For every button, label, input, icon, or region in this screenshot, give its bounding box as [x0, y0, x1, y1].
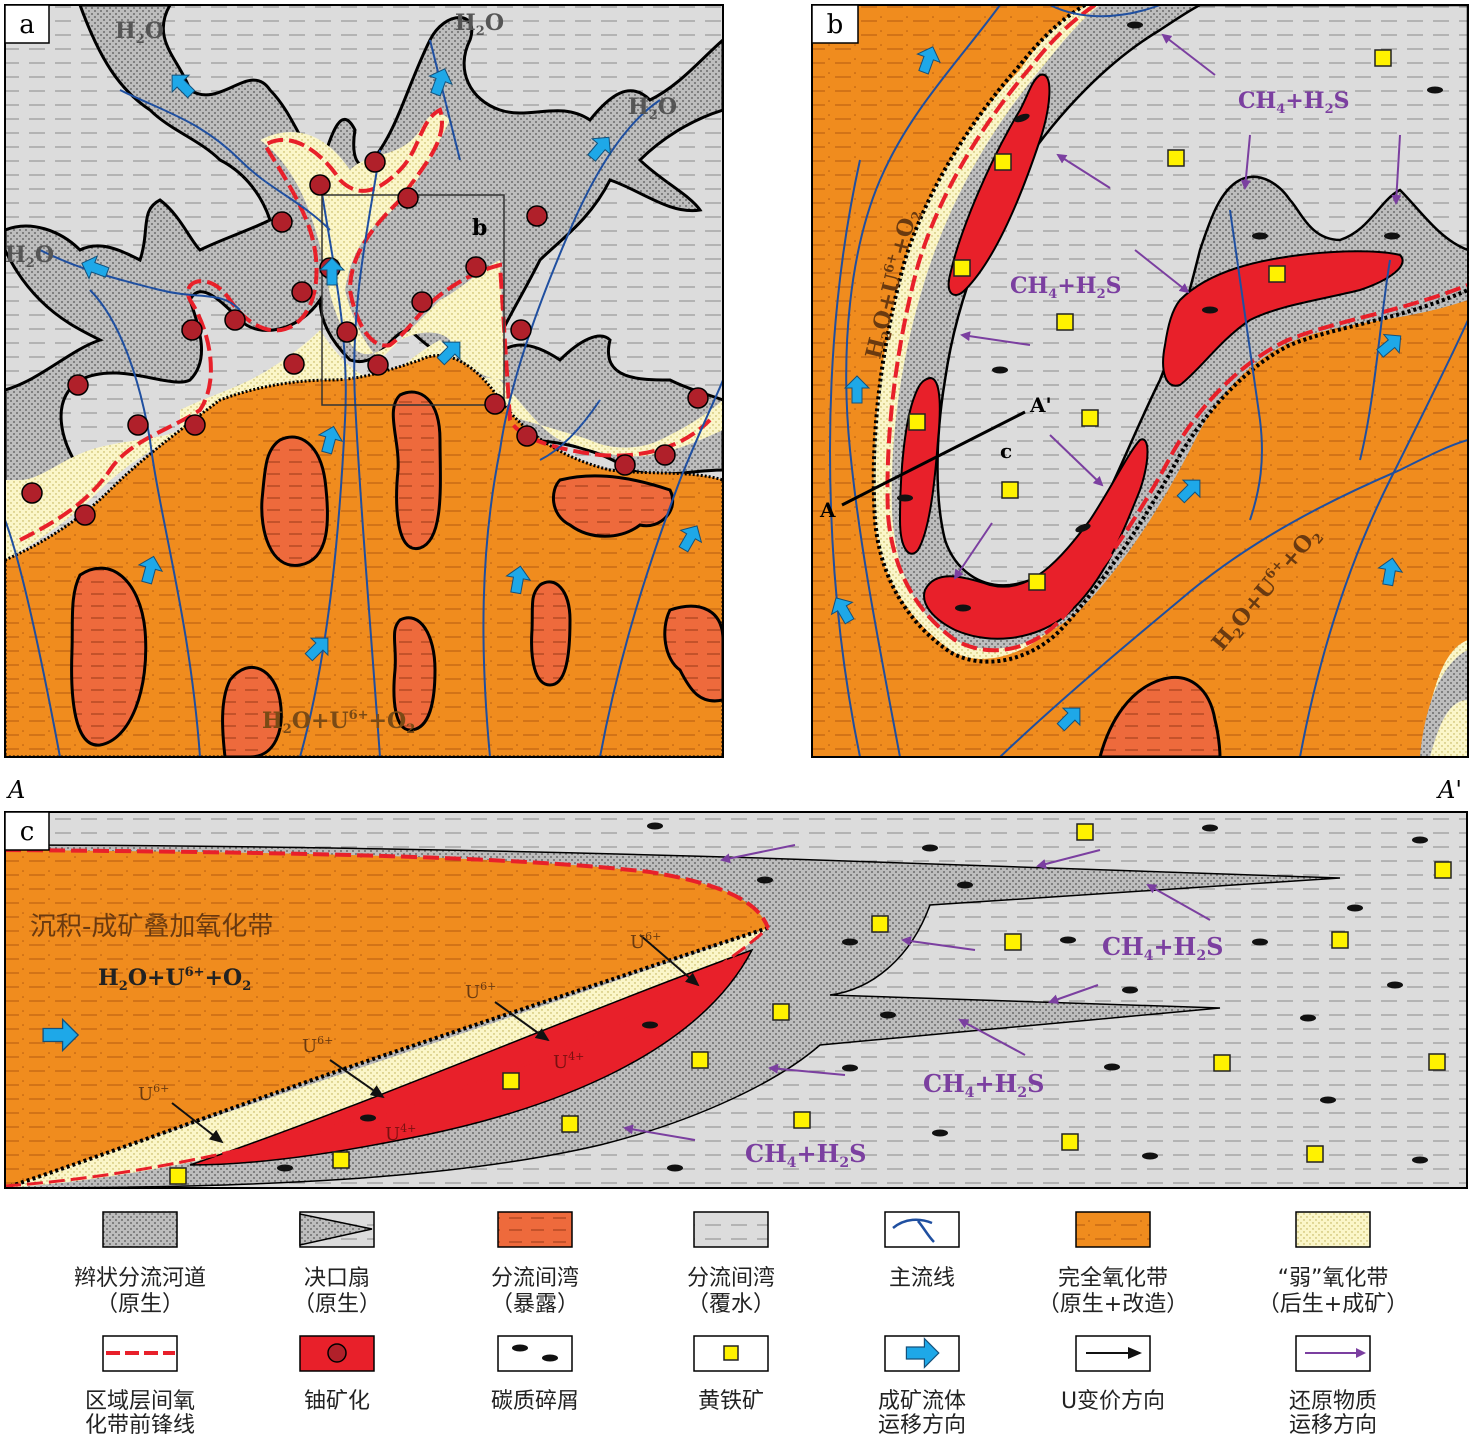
exposed-patch-5	[392, 616, 437, 732]
inset-label-b: b	[472, 215, 487, 241]
legend-label-u-valence-direction: U变价方向	[1061, 1389, 1165, 1414]
reductant-label-c1: CH4+H2S	[1102, 932, 1223, 964]
legend-label-crevasse-splay-1: 决口扇	[304, 1266, 370, 1291]
uranium-ore-b4	[1162, 250, 1404, 387]
legend-symbol-main-flow-line	[884, 1211, 960, 1248]
redox-front-c	[5, 848, 770, 929]
fluid-label-c: H2O+U6++O2	[98, 965, 251, 994]
legend-symbol-weak-oxidation-zone	[1295, 1211, 1371, 1248]
section-start-b: A	[819, 498, 836, 522]
weak-oxidation-a	[5, 113, 723, 560]
exposed-patch-b	[1098, 675, 1222, 757]
panel-c: 沉积-成矿叠加氧化带 H2O+U6++O2 U6+ U6+ U6+ U6+ U4…	[5, 812, 1467, 1188]
legend-label-crevasse-splay-2: （原生）	[293, 1292, 381, 1317]
legend-label-full-oxidation-zone-2: （原生+改造）	[1038, 1292, 1188, 1317]
exposed-patch-6	[530, 580, 572, 687]
reductant-label-b2: CH4+H2S	[1010, 273, 1122, 302]
exposed-patch-7	[551, 474, 675, 538]
reductant-arrows-c	[623, 844, 1211, 1141]
legend-label-redox-front-2: 化带前锋线	[85, 1413, 195, 1438]
uranium-ore-b1	[947, 73, 1051, 296]
redox-front-c-lower	[5, 926, 770, 1188]
legend: 辫状分流河道 （原生） 决口扇 （原生） 分流间湾 （暴露） 分流间湾 （覆水）…	[74, 1211, 1408, 1438]
main-flow-lines-b	[828, 5, 1468, 757]
panel-a: H2O H2O H2O H2O H2O+U6++O2 b	[5, 5, 723, 757]
section-line-a-a	[841, 410, 1026, 507]
legend-symbol-pyrite	[693, 1335, 769, 1372]
uranium-ore-c	[189, 948, 754, 1166]
redox-front-b	[885, 5, 1468, 653]
section-end-b: A'	[1029, 393, 1052, 417]
legend-symbol-braided-channel	[102, 1211, 178, 1248]
legend-label-braided-channel-1: 辫状分流河道	[74, 1266, 206, 1291]
exposed-patch-3	[391, 390, 442, 550]
section-end-c: A'	[1436, 776, 1462, 804]
redox-front-a	[19, 107, 712, 542]
legend-symbol-full-oxidation-zone	[1075, 1211, 1151, 1248]
panel-label-b: b	[827, 10, 844, 40]
legend-label-full-oxidation-zone-1: 完全氧化带	[1058, 1266, 1168, 1291]
exposed-patch-2	[260, 435, 329, 567]
legend-symbol-interdistributary-exposed	[497, 1211, 573, 1248]
reductant-label-c3: CH4+H2S	[745, 1139, 866, 1171]
panel-label-c: c	[20, 817, 35, 847]
legend-label-redox-front-1: 区域层间氧	[85, 1389, 195, 1414]
main-flow-lines-a	[5, 39, 723, 757]
legend-label-main-flow-line: 主流线	[889, 1266, 955, 1291]
legend-label-ore-fluid-direction-1: 成矿流体	[878, 1389, 966, 1414]
legend-label-interdistributary-exposed-1: 分流间湾	[491, 1266, 579, 1291]
section-mark-c: c	[1000, 439, 1012, 463]
panel-b: A A' c CH4+H2S CH4+H2S H2O+U6++O2 H2O+U6…	[812, 5, 1468, 757]
reductant-arrows-b	[953, 33, 1402, 580]
legend-symbol-redox-front	[102, 1335, 178, 1372]
legend-label-carbonaceous-debris: 碳质碎屑	[491, 1389, 579, 1414]
reductant-label-b1: CH4+H2S	[1238, 88, 1350, 117]
u-valence-arrows-c	[171, 934, 700, 1144]
water-label-4: H2O	[5, 242, 54, 271]
legend-symbol-carbonaceous-debris	[497, 1335, 573, 1372]
legend-label-pyrite: 黄铁矿	[698, 1389, 764, 1414]
legend-label-interdistributary-exposed-2: （暴露）	[491, 1292, 579, 1317]
zone-title-c: 沉积-成矿叠加氧化带	[30, 912, 273, 942]
section-start-c: A	[6, 776, 25, 804]
legend-symbol-uranium-mineralization	[299, 1335, 375, 1372]
legend-symbol-reductant-direction	[1295, 1335, 1371, 1372]
legend-symbol-u-valence-direction	[1075, 1335, 1151, 1372]
legend-label-uranium-mineralization: 铀矿化	[304, 1389, 370, 1414]
legend-symbol-ore-fluid-direction	[884, 1335, 960, 1372]
legend-label-interdistributary-flooded-2: （覆水）	[687, 1292, 775, 1317]
legend-label-ore-fluid-direction-2: 运移方向	[878, 1413, 966, 1438]
legend-label-reductant-direction-1: 还原物质	[1289, 1389, 1377, 1414]
legend-label-reductant-direction-2: 运移方向	[1289, 1413, 1377, 1438]
legend-symbol-interdistributary-flooded	[693, 1211, 769, 1248]
legend-symbol-crevasse-splay	[299, 1211, 375, 1248]
exposed-patch-1	[70, 566, 148, 747]
legend-label-weak-oxidation-zone-2: （后生+成矿）	[1258, 1292, 1408, 1317]
braided-channel-a	[5, 5, 723, 522]
full-oxidation-c	[5, 850, 768, 1188]
exposed-patch-8	[663, 604, 723, 703]
reductant-label-c2: CH4+H2S	[923, 1069, 1044, 1101]
legend-label-braided-channel-2: （原生）	[96, 1292, 184, 1317]
legend-label-interdistributary-flooded-1: 分流间湾	[687, 1266, 775, 1291]
panel-label-a: a	[19, 10, 35, 40]
legend-label-weak-oxidation-zone-1: “弱”氧化带	[1278, 1266, 1389, 1291]
exposed-patch-4	[221, 666, 283, 757]
uranium-ore-b3	[923, 438, 1149, 640]
weak-oxidation-c	[5, 928, 768, 1188]
